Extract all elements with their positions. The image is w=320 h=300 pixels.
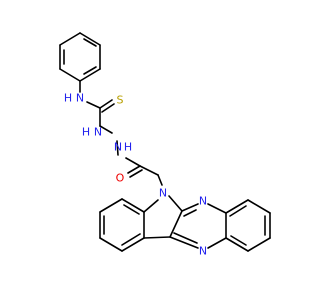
thiosemicarbazide-chain [79, 80, 163, 186]
hydrazine-h-label: H [82, 126, 90, 139]
carbonyl-o-label: O [116, 172, 125, 185]
hydrazine-h2-label: H [124, 141, 132, 154]
indole-benzene-ring [99, 198, 145, 252]
amine-h-label: H [64, 92, 72, 105]
amine-n-label: N [76, 92, 84, 105]
pyrazine-n-top-label: N [199, 195, 207, 208]
hydrazine-n2-label: N [114, 141, 122, 154]
phenyl-ring [59, 32, 101, 82]
indole-n-label: N [159, 187, 167, 200]
pyrazine-n-bottom-label: N [199, 245, 207, 258]
pyrrole-ring [143, 195, 183, 239]
molecule-structure: N H S H N N H O N N N [59, 32, 271, 258]
hydrazine-n1-label: N [94, 126, 102, 139]
quinoxaline-benzene-ring [225, 199, 271, 252]
sulfur-label: S [117, 94, 124, 107]
pyrazine-ring [169, 203, 227, 249]
